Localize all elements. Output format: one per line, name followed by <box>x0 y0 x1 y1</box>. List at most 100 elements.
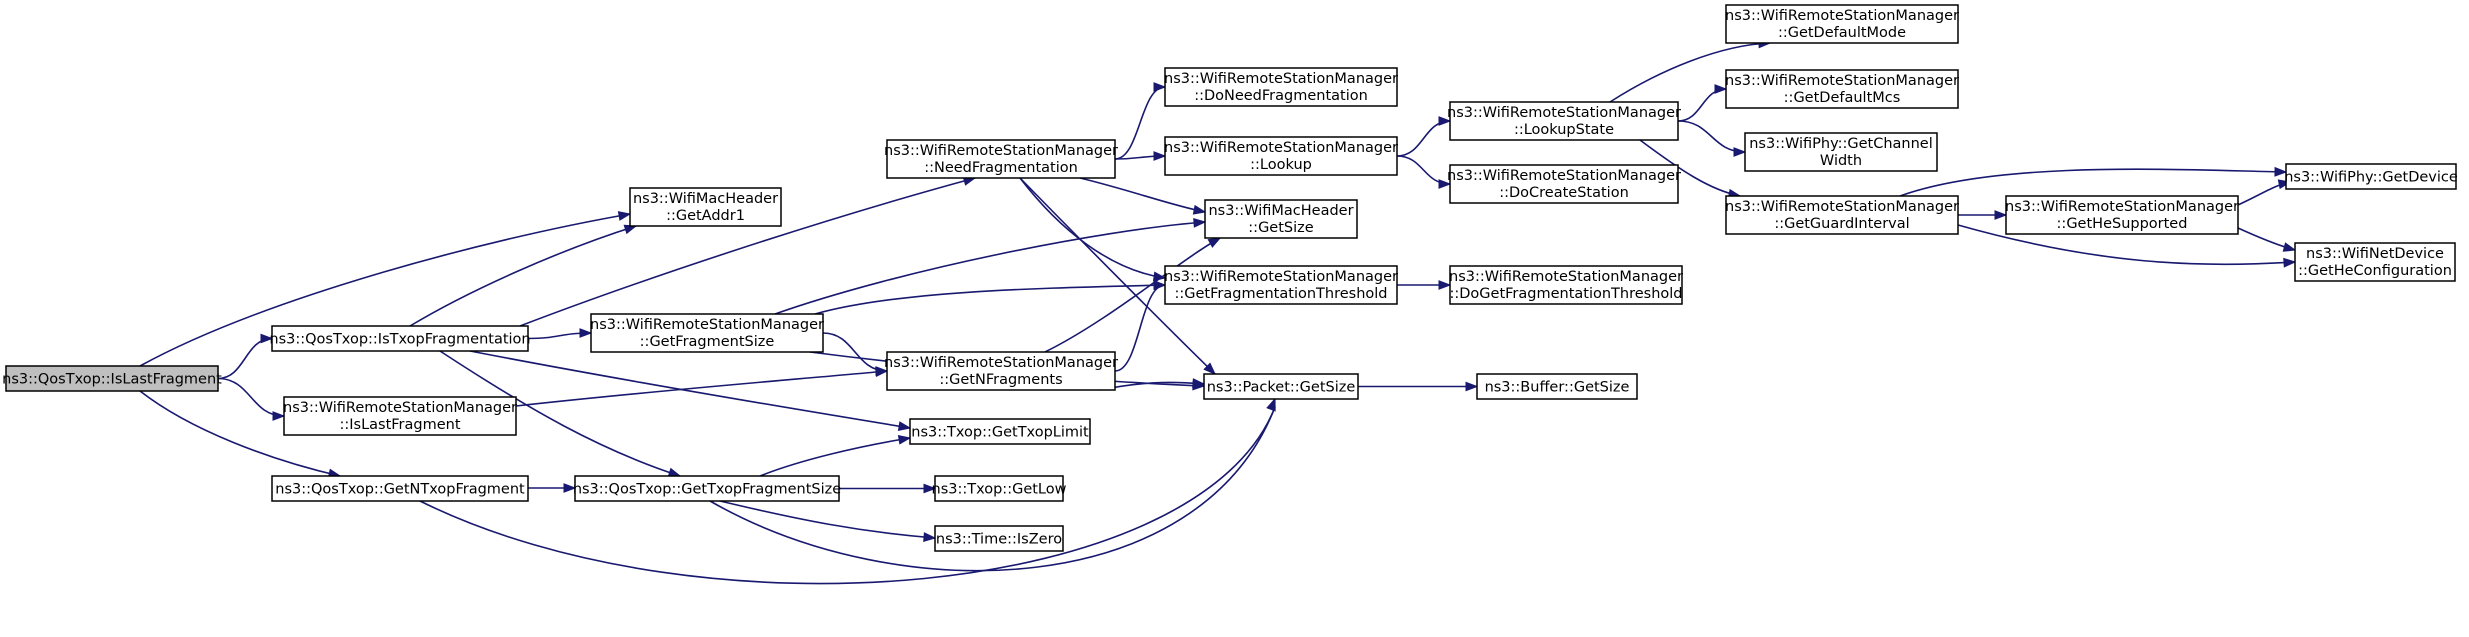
call-edge <box>1899 166 2288 197</box>
call-edge <box>2237 179 2292 206</box>
node-box[interactable] <box>590 313 824 353</box>
node-label: ::GetFragmentationThreshold <box>1175 286 1388 302</box>
node-label: ns3::WifiNetDevice <box>2306 246 2444 262</box>
arrowhead <box>2283 257 2297 268</box>
node-box[interactable] <box>886 351 1116 391</box>
call-edge <box>139 211 632 367</box>
node-box[interactable] <box>2005 195 2239 235</box>
function-node-n18[interactable]: ns3::WifiRemoteStationManager::LookupSta… <box>1447 101 1681 141</box>
arrowhead <box>272 411 286 421</box>
node-label: ::NeedFragmentation <box>924 160 1078 176</box>
call-edge <box>1358 381 1479 392</box>
call-edge <box>515 367 889 407</box>
node-label: ::IsLastFragment <box>339 417 460 433</box>
function-node-n27[interactable]: ns3::WifiPhy::GetDevice <box>2284 163 2458 190</box>
function-node-n14[interactable]: ns3::WifiRemoteStationManager::GetNFragm… <box>884 351 1118 391</box>
arrowhead <box>1266 397 1276 412</box>
node-box[interactable] <box>2285 163 2457 190</box>
node-box[interactable] <box>1164 136 1398 176</box>
function-node-n5[interactable]: ns3::QosTxop::GetNTxopFragment <box>271 475 529 502</box>
node-label: ns3::Txop::GetTxopLimit <box>911 425 1089 441</box>
call-edge <box>439 350 682 478</box>
node-box[interactable] <box>5 365 219 392</box>
node-box[interactable] <box>934 475 1064 502</box>
node-box[interactable] <box>1449 164 1679 204</box>
node-label: ns3::WifiRemoteStationManager <box>1164 269 1398 285</box>
function-node-n15[interactable]: ns3::Packet::GetSize <box>1203 373 1359 400</box>
arrowhead <box>1438 280 1452 290</box>
call-edge <box>469 350 912 432</box>
arrowhead <box>1192 204 1207 215</box>
function-node-n6[interactable]: ns3::WifiRemoteStationManager::NeedFragm… <box>884 139 1118 179</box>
node-box[interactable] <box>909 418 1091 445</box>
call-edge <box>527 328 593 340</box>
call-edge <box>822 332 889 376</box>
node-box[interactable] <box>283 396 517 436</box>
node-box[interactable] <box>574 475 840 502</box>
arrowhead <box>1438 116 1452 126</box>
call-edge <box>1677 84 1728 122</box>
function-node-n13[interactable]: ns3::WifiRemoteStationManager::GetFragme… <box>1164 265 1398 305</box>
node-label: ::DoGetFragmentationThreshold <box>1449 286 1682 302</box>
function-node-n21[interactable]: ns3::Buffer::GetSize <box>1476 373 1638 400</box>
node-box[interactable] <box>1725 4 1959 44</box>
function-node-n1[interactable]: ns3::QosTxop::IsLastFragment <box>2 365 222 392</box>
call-edge <box>1044 237 1222 353</box>
node-box[interactable] <box>1725 195 1959 235</box>
function-node-n22[interactable]: ns3::WifiRemoteStationManager::GetDefaul… <box>1725 4 1959 44</box>
node-label: ns3::WifiRemoteStationManager <box>1725 199 1959 215</box>
node-label: ::GetDefaultMode <box>1778 25 1906 41</box>
arrowhead <box>1714 84 1728 94</box>
function-node-n11[interactable]: ns3::WifiRemoteStationManager::Lookup <box>1164 136 1398 176</box>
function-node-n20[interactable]: ns3::WifiRemoteStationManager::DoGetFrag… <box>1449 265 1683 305</box>
node-box[interactable] <box>886 139 1116 179</box>
node-box[interactable] <box>1476 373 1638 400</box>
node-label: ns3::WifiRemoteStationManager <box>884 143 1118 159</box>
function-node-n17[interactable]: ns3::Time::IsZero <box>934 525 1064 552</box>
node-box[interactable] <box>1204 199 1358 239</box>
call-edge <box>1079 177 1207 215</box>
node-box[interactable] <box>1744 132 1938 172</box>
function-node-n7[interactable]: ns3::WifiRemoteStationManager::GetFragme… <box>590 313 824 353</box>
function-node-n19[interactable]: ns3::WifiRemoteStationManager::DoCreateS… <box>1447 164 1681 204</box>
node-box[interactable] <box>2294 242 2456 282</box>
node-label: ns3::WifiRemoteStationManager <box>1449 269 1683 285</box>
function-node-n26[interactable]: ns3::WifiRemoteStationManager::GetHeSupp… <box>2005 195 2239 235</box>
node-box[interactable] <box>629 187 782 227</box>
arrowhead <box>897 434 912 445</box>
node-box[interactable] <box>1203 373 1359 400</box>
node-box[interactable] <box>271 475 529 502</box>
function-node-n3[interactable]: ns3::QosTxop::IsTxopFragmentation <box>269 325 531 352</box>
node-box[interactable] <box>1449 265 1683 305</box>
function-node-n28[interactable]: ns3::WifiNetDevice::GetHeConfiguration <box>2294 242 2456 282</box>
node-box[interactable] <box>1164 265 1398 305</box>
node-box[interactable] <box>271 325 529 352</box>
node-label: ns3::Txop::GetLow <box>932 482 1067 498</box>
node-label: ::DoNeedFragmentation <box>1194 88 1368 104</box>
node-label: ::DoCreateStation <box>1499 185 1629 201</box>
function-node-n10[interactable]: ns3::WifiRemoteStationManager::DoNeedFra… <box>1164 67 1398 107</box>
call-edge <box>1397 280 1452 290</box>
call-edge <box>1019 177 1217 375</box>
function-node-n25[interactable]: ns3::WifiRemoteStationManager::GetGuardI… <box>1725 195 1959 235</box>
function-node-n23[interactable]: ns3::WifiRemoteStationManager::GetDefaul… <box>1725 69 1959 109</box>
function-node-n12[interactable]: ns3::WifiMacHeader::GetSize <box>1204 199 1358 239</box>
call-edge <box>1958 210 2008 220</box>
node-box[interactable] <box>1449 101 1679 141</box>
node-label: ns3::WifiRemoteStationManager <box>1725 8 1959 24</box>
node-label: ns3::WifiMacHeader <box>1208 203 1353 219</box>
node-box[interactable] <box>1164 67 1398 107</box>
node-label: ns3::WifiPhy::GetDevice <box>2284 170 2458 186</box>
function-node-n2[interactable]: ns3::WifiMacHeader::GetAddr1 <box>629 187 782 227</box>
function-node-n4[interactable]: ns3::WifiRemoteStationManager::IsLastFra… <box>283 396 517 436</box>
node-box[interactable] <box>1725 69 1959 109</box>
function-node-n9[interactable]: ns3::QosTxop::GetTxopFragmentSize <box>573 475 841 502</box>
node-box[interactable] <box>934 525 1064 552</box>
node-label: ns3::QosTxop::IsLastFragment <box>2 372 222 388</box>
function-node-n8[interactable]: ns3::Txop::GetTxopLimit <box>909 418 1091 445</box>
function-node-n16[interactable]: ns3::Txop::GetLow <box>932 475 1067 502</box>
call-edges <box>139 38 2297 585</box>
node-label: ::GetHeSupported <box>2057 216 2188 232</box>
call-edge <box>1114 151 1167 161</box>
